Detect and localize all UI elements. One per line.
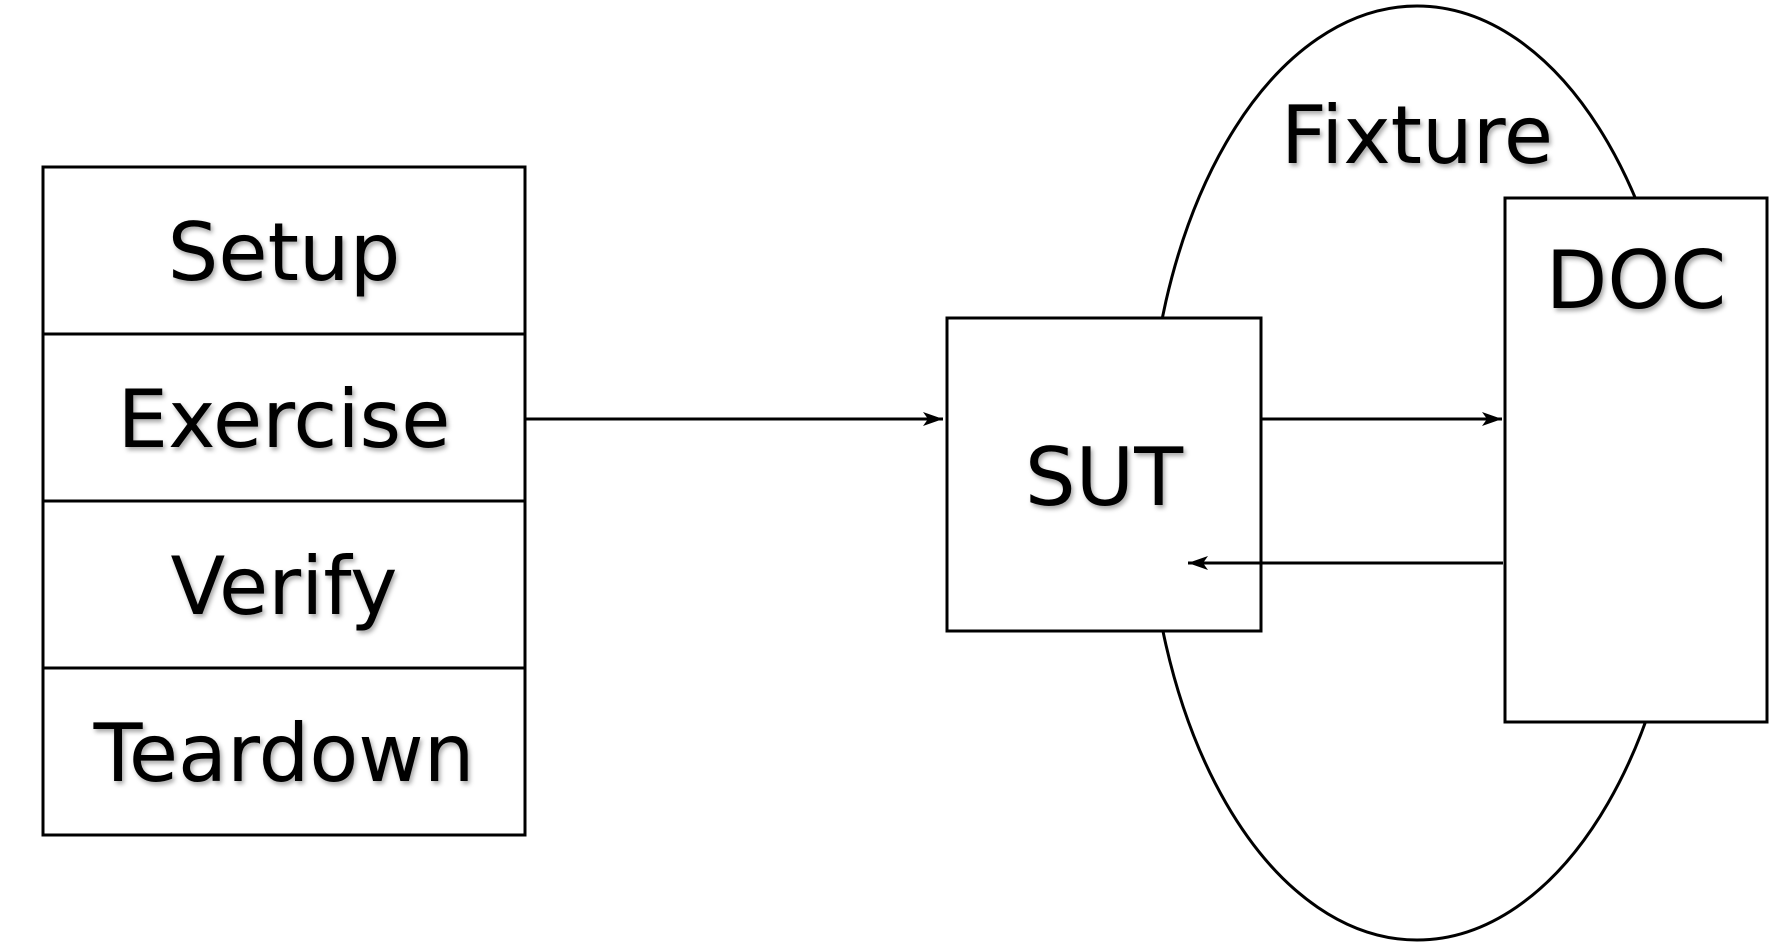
sut-box — [945, 316, 1263, 633]
fixture-label: Fixture — [1281, 89, 1553, 182]
phase-label-exercise: Exercise — [118, 373, 451, 466]
phase-box-verify — [41, 499, 527, 670]
phase-box-exercise — [41, 332, 527, 503]
test-phases-stack: Setup Exercise Verify Teardown — [41, 165, 527, 837]
phase-label-verify: Verify — [171, 540, 398, 633]
doc-box — [1503, 196, 1769, 724]
phase-box-teardown — [41, 666, 527, 837]
doc-label: DOC — [1546, 234, 1726, 327]
phase-label-setup: Setup — [168, 206, 401, 299]
sut-label: SUT — [1025, 431, 1184, 524]
sut-group: SUT — [945, 316, 1263, 633]
phase-label-teardown: Teardown — [93, 707, 475, 800]
doc-group: DOC — [1503, 196, 1769, 724]
